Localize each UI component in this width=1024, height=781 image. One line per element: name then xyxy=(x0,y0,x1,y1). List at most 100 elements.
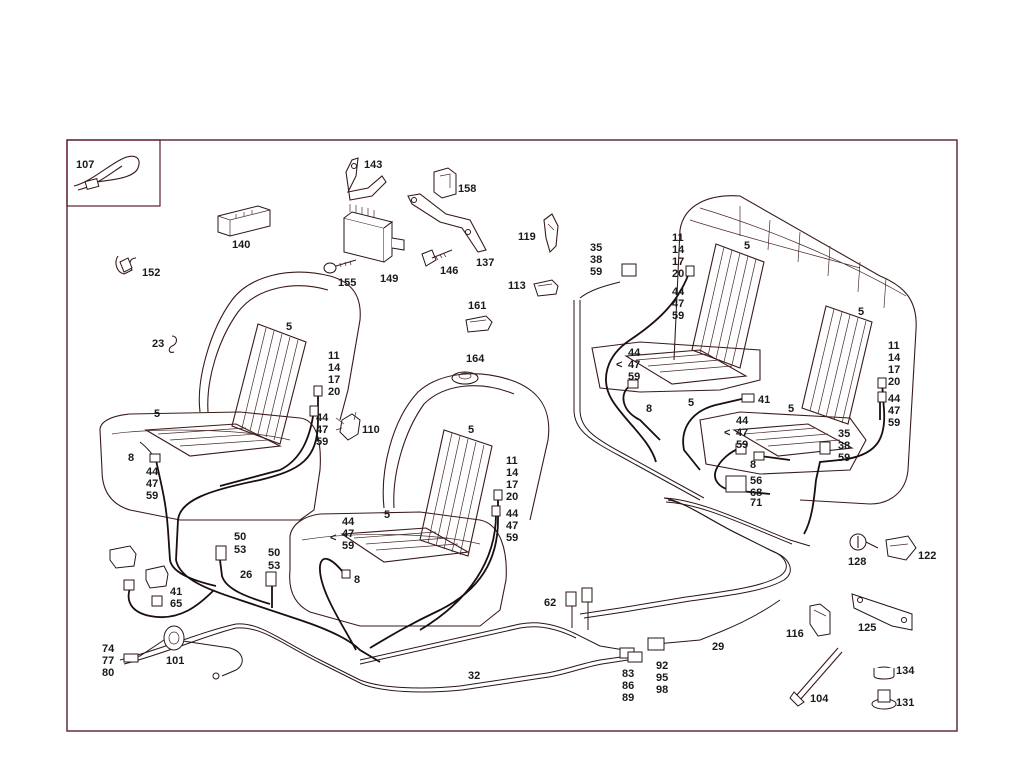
bracket-116-icon xyxy=(809,603,831,637)
callout-59-mid-cushion: 59 xyxy=(342,540,354,552)
callout-131: 131 xyxy=(896,697,914,709)
inset-box-107 xyxy=(66,139,161,207)
callout-77: 77 xyxy=(102,655,114,667)
callout-5-rear-back-left: 5 xyxy=(744,240,750,252)
callout-41-left: 41 xyxy=(170,586,182,598)
callout-44-mid-cushion: 44 xyxy=(342,516,355,528)
diagram-frame xyxy=(66,139,958,732)
callout-14-mid: 14 xyxy=(506,467,519,479)
callout-17-left: 17 xyxy=(328,374,340,386)
callout-35-rear: 35 xyxy=(590,242,602,254)
callout-17-mid: 17 xyxy=(506,479,518,491)
callout-137: 137 xyxy=(476,257,494,269)
callout-44-rear-cushion-right: 44 xyxy=(736,415,749,427)
callout-113: 113 xyxy=(508,280,526,292)
callout-23: 23 xyxy=(152,338,164,350)
callout-59-left: 59 xyxy=(316,436,328,448)
callout-98: 98 xyxy=(656,684,668,696)
callout-116: 116 xyxy=(786,628,804,640)
callout-8-left: 8 xyxy=(128,452,134,464)
switch-parts-left xyxy=(109,545,169,589)
callout-59-rear-cushion-left: 59 xyxy=(628,371,640,383)
callout-149: 149 xyxy=(380,273,398,285)
callout-5-left-cushion: 5 xyxy=(154,408,160,420)
callout-47-rear-left: 47 xyxy=(672,298,684,310)
clip-110-icon xyxy=(335,411,361,441)
callout-140: 140 xyxy=(232,239,250,251)
front-seat-left xyxy=(99,271,361,521)
callout-47-rear-right: 47 xyxy=(888,405,900,417)
wiring-harness xyxy=(119,269,886,693)
callout-8-mid: 8 xyxy=(354,574,360,586)
callout-5-left-back: 5 xyxy=(286,321,292,333)
callout-68: 68 xyxy=(750,487,762,499)
grommet-101-icon xyxy=(163,625,185,651)
callout-101: 101 xyxy=(166,655,184,667)
rubber-buffer-134-icon xyxy=(873,666,895,680)
cable-tie-107-icon xyxy=(73,155,140,191)
callout-47-rear-cushion-left: 47 xyxy=(628,359,640,371)
callout-47-mid: 47 xyxy=(506,520,518,532)
hook-23-icon xyxy=(168,335,178,353)
connector-161-icon xyxy=(465,315,493,333)
callout-134: 134 xyxy=(896,665,915,677)
callout-95: 95 xyxy=(656,672,668,684)
callout-20-mid: 20 xyxy=(506,491,518,503)
callout-38-rear: 38 xyxy=(590,254,602,266)
callout-158: 158 xyxy=(458,183,476,195)
callout-bracket-rear-left: < xyxy=(616,359,622,371)
callout-26: 26 xyxy=(240,569,252,581)
callout-53-mid: 53 xyxy=(268,560,280,572)
callout-146: 146 xyxy=(440,265,458,277)
tool-104-icon xyxy=(789,647,843,707)
callout-20-rear-right: 20 xyxy=(888,376,900,388)
rubber-buffer-131-icon xyxy=(871,689,897,710)
callout-44-left-cushion: 44 xyxy=(146,466,159,478)
callout-47-mid-cushion: 47 xyxy=(342,528,354,540)
connector-113-icon xyxy=(533,279,559,297)
screw-155-icon xyxy=(323,259,357,274)
clip-152-icon xyxy=(115,255,137,275)
callout-11-rear-right: 11 xyxy=(888,340,900,352)
callout-65: 65 xyxy=(170,598,182,610)
connector-set xyxy=(123,263,887,663)
callout-71: 71 xyxy=(750,497,762,509)
callout-44-mid: 44 xyxy=(506,508,519,520)
callout-155: 155 xyxy=(338,277,356,289)
callout-17-rear-left: 17 xyxy=(672,256,684,268)
control-module-149-icon xyxy=(343,204,405,263)
callout-8-rear-left: 8 xyxy=(646,403,652,415)
callout-62: 62 xyxy=(544,597,556,609)
callout-5-rear-back-right: 5 xyxy=(858,306,864,318)
callout-110: 110 xyxy=(362,424,380,436)
callout-17-rear-right: 17 xyxy=(888,364,900,376)
callout-80: 80 xyxy=(102,667,114,679)
callout-47-rear-cushion-right: 47 xyxy=(736,427,748,439)
callout-14-left: 14 xyxy=(328,362,341,374)
clip-122-icon xyxy=(885,535,917,561)
callout-20-left: 20 xyxy=(328,386,340,398)
bracket-143-icon xyxy=(345,157,387,201)
callout-161: 161 xyxy=(468,300,486,312)
callout-44-rear-left: 44 xyxy=(672,286,685,298)
callout-83: 83 xyxy=(622,668,634,680)
callout-122: 122 xyxy=(918,550,936,562)
callout-152: 152 xyxy=(142,267,160,279)
callout-53-left: 53 xyxy=(234,544,246,556)
callout-35-rear-right: 35 xyxy=(838,428,850,440)
callout-50-mid: 50 xyxy=(268,547,280,559)
callout-labels: 107 143 158 140 149 137 146 155 152 119 … xyxy=(76,159,936,709)
callout-50-left: 50 xyxy=(234,531,246,543)
callout-5-rear-cushion-right: 5 xyxy=(788,403,794,415)
front-seat-right xyxy=(289,373,550,627)
callout-5-rear-cushion-left: 5 xyxy=(688,397,694,409)
callout-47-left-cushion: 47 xyxy=(146,478,158,490)
callout-59-mid: 59 xyxy=(506,532,518,544)
callout-86: 86 xyxy=(622,680,634,692)
callout-29: 29 xyxy=(712,641,724,653)
callout-59-left-cushion: 59 xyxy=(146,490,158,502)
callout-11-left: 11 xyxy=(328,350,340,362)
callout-164: 164 xyxy=(466,353,485,365)
relay-box-140-icon xyxy=(217,205,271,237)
